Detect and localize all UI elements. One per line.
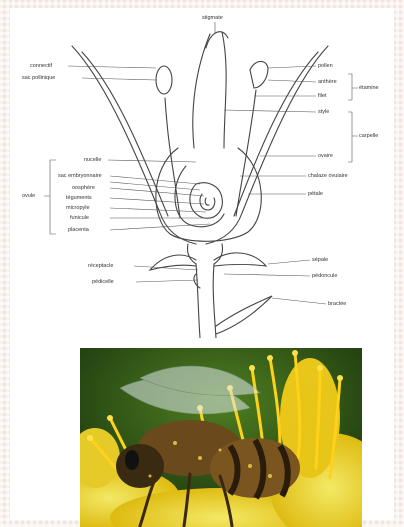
leader-style <box>224 110 316 112</box>
label-receptacle: réceptacle <box>88 263 113 269</box>
label-placenta: placenta <box>68 227 89 233</box>
left-petal-outline <box>72 46 196 244</box>
label-sac-pollinique: sac pollinique <box>22 75 55 81</box>
label-filet: filet <box>318 93 327 99</box>
leader-ovule <box>110 182 200 190</box>
bee-on-flower-photo <box>80 348 362 527</box>
label-chalaze-ovaire: chalaze ovulaire <box>308 173 348 179</box>
label-carpelle: carpelle <box>359 133 378 139</box>
leader-nucelle <box>108 160 196 162</box>
ovule-inner <box>200 194 215 210</box>
leader-sepale <box>268 260 310 264</box>
leader-sac-embryonnaire <box>110 176 200 184</box>
label-pedoncule: pédoncule <box>312 273 337 279</box>
left-anther <box>156 66 172 94</box>
ovule-outer <box>190 183 222 218</box>
leader-anthere <box>268 80 316 82</box>
leader-placenta <box>110 224 210 230</box>
label-style: style <box>318 109 329 115</box>
leader-pollen <box>268 66 316 68</box>
bracket-carpelle <box>348 112 358 162</box>
bracket-ovule <box>44 160 56 234</box>
label-bractee: bractée <box>328 301 346 307</box>
receptacle-outline <box>187 244 222 264</box>
label-sac-embryonnaire: sac embryonnaire <box>58 173 102 179</box>
bracket-etamine <box>348 74 358 100</box>
label-stigmate: stigmate <box>202 15 223 21</box>
label-nucelle: nucelle <box>84 157 101 163</box>
leader-sac-pollinique <box>82 78 156 80</box>
ovary-middle <box>175 166 224 227</box>
label-pollen: pollen <box>318 63 333 69</box>
leader-connectif <box>68 66 156 68</box>
label-tegument: téguments <box>66 195 92 201</box>
label-anthere: anthère <box>318 79 337 85</box>
bract-outline <box>216 296 272 334</box>
right-anther <box>250 61 268 88</box>
leader-pedoncule <box>224 274 310 276</box>
style-outline <box>193 32 226 148</box>
label-funicule: funicule <box>70 215 89 221</box>
slide-panel: stigmate connectif sac pollinique pollen… <box>10 8 394 520</box>
label-connectif: connectif <box>30 63 52 69</box>
label-etamine: étamine <box>359 85 379 91</box>
leader-bractee <box>272 298 326 304</box>
leader-pedicelle <box>136 280 198 282</box>
label-sepale: sépale <box>312 257 328 263</box>
label-ovaire: ovaire <box>318 153 333 159</box>
label-micropyle: micropyle <box>66 205 90 211</box>
label-ovule: ovule <box>22 193 35 199</box>
ovule-core <box>205 198 209 205</box>
right-filament <box>236 90 256 216</box>
label-oosphere: oosphère <box>72 185 95 191</box>
stem-outline <box>196 264 216 338</box>
label-petale: pétale <box>308 191 323 197</box>
label-pedicelle: pédicelle <box>92 279 114 285</box>
